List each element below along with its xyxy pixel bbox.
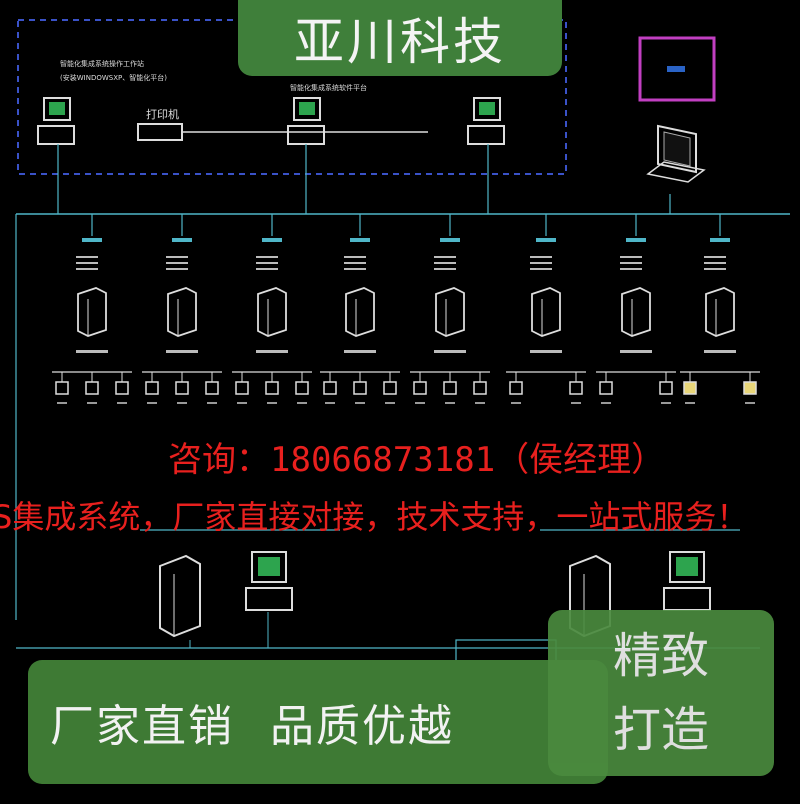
device-icon — [145, 381, 159, 395]
subsystem-column — [142, 214, 222, 404]
printer-label: 打印机 — [146, 107, 179, 121]
workstation-group-sub: (安装WINDOWSXP、智能化平台) — [60, 73, 167, 82]
server-icon — [531, 287, 561, 337]
workstation-group-label: 智能化集成系统操作工作站 — [60, 59, 144, 68]
badge-line-2: 打造 — [612, 702, 709, 758]
brand-banner: 亚川科技 — [238, 0, 562, 76]
device-icon — [569, 381, 583, 395]
device-icon — [383, 381, 397, 395]
device-icon — [599, 381, 613, 395]
server-icon — [167, 287, 197, 337]
display-screen-icon — [638, 36, 716, 102]
computer-icon — [245, 551, 293, 611]
badge-line-1: 精致 — [612, 627, 709, 684]
subsystem-column — [506, 214, 586, 404]
subsystem-column — [52, 214, 132, 404]
device-icon — [413, 381, 427, 395]
subsystem-columns — [52, 214, 760, 404]
server-icon — [435, 287, 465, 337]
device-icon — [323, 381, 337, 395]
monitor-icon — [646, 124, 706, 183]
server-icon — [77, 287, 107, 337]
device-icon — [175, 381, 189, 395]
center-label: 智能化集成系统软件平台 — [290, 83, 367, 92]
server-icon — [159, 554, 201, 638]
bottom-banner-left: 厂家直销 — [50, 701, 234, 752]
device-icon — [683, 381, 697, 395]
device-icon — [443, 381, 457, 395]
device-icon — [743, 381, 757, 395]
device-icon — [115, 381, 129, 395]
brand-title: 亚川科技 — [294, 13, 506, 71]
computer-icon — [287, 97, 325, 145]
consult-line: 咨询：18066873181（侯经理） — [168, 440, 666, 480]
device-icon — [473, 381, 487, 395]
slogan-line: S集成系统，厂家直接对接，技术支持，一站式服务！ — [0, 498, 749, 536]
device-icon — [55, 381, 69, 395]
computer-icon — [467, 97, 505, 145]
computer-icon — [663, 551, 711, 611]
bottom-banner-right: 品质优越 — [270, 701, 454, 752]
computer-icon — [37, 97, 75, 145]
server-icon — [345, 287, 375, 337]
device-icon — [509, 381, 523, 395]
subsystem-column — [410, 214, 490, 404]
server-icon — [621, 287, 651, 337]
subsystem-column — [232, 214, 312, 404]
bottom-banner: 厂家直销 品质优越 — [28, 660, 608, 784]
device-icon — [659, 381, 673, 395]
device-icon — [205, 381, 219, 395]
device-icon — [353, 381, 367, 395]
subsystem-column — [596, 214, 676, 404]
quality-badge: 精致 打造 — [548, 610, 774, 776]
server-icon — [705, 287, 735, 337]
printer-icon — [137, 123, 428, 141]
server-icon — [257, 287, 287, 337]
device-icon — [265, 381, 279, 395]
subsystem-column — [680, 214, 760, 404]
device-icon — [235, 381, 249, 395]
device-icon — [85, 381, 99, 395]
subsystem-column — [320, 214, 400, 404]
device-icon — [295, 381, 309, 395]
